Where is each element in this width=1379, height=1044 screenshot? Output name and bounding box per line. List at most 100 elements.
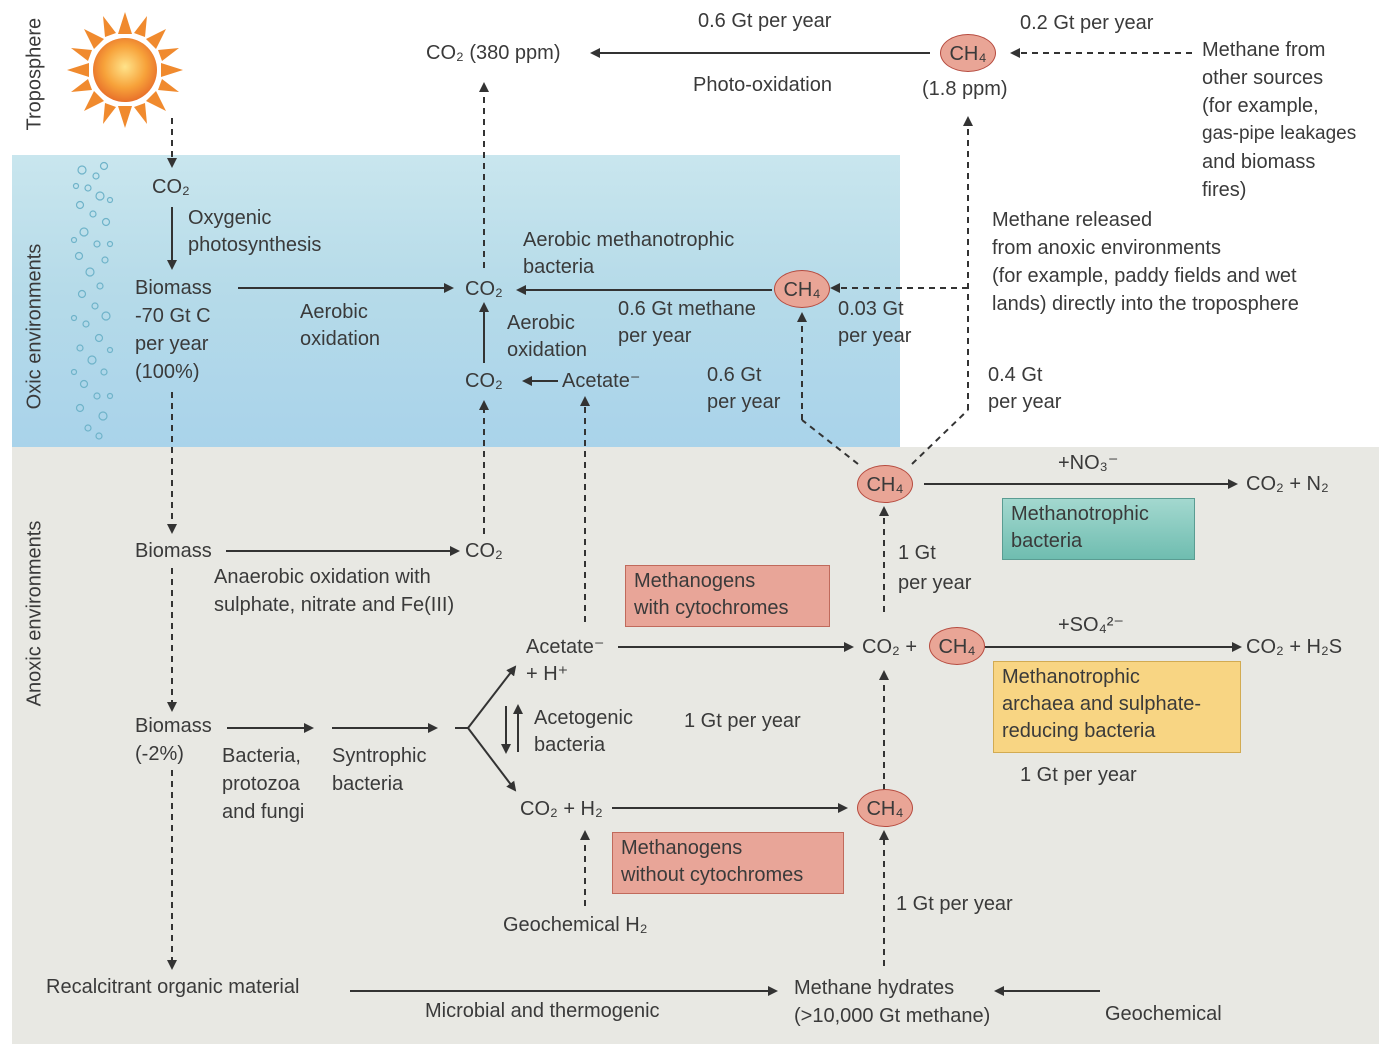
methanotrophic-bacteria-box: Methanotrophic bacteria xyxy=(1002,498,1195,560)
hydrates-line: Methane hydrates xyxy=(794,977,955,999)
archaea-sulphate-box: Methanotrophic archaea and sulphate- red… xyxy=(993,661,1241,753)
other-sources-rate: 0.2 Gt per year xyxy=(1020,12,1154,34)
atmospheric-ch4-node: CH₄ xyxy=(940,34,996,72)
biomass-line: per year xyxy=(135,333,209,355)
methanotrophic-line: bacteria xyxy=(523,256,595,278)
released-line: lands) directly into the troposphere xyxy=(992,293,1299,315)
box-line: with cytochromes xyxy=(634,597,789,619)
rate-04-gt: 0.4 Gt per year xyxy=(988,362,1061,416)
acetate-line: + H⁺ xyxy=(526,663,569,685)
acetate-h-anoxic: Acetate⁻ + H⁺ xyxy=(526,634,604,688)
syntrophic-bacteria: Syntrophic bacteria xyxy=(332,742,427,798)
ch4-anoxic-node-top: CH₄ xyxy=(857,465,913,503)
other-sources-line: (for example, xyxy=(1202,95,1319,117)
rate-003-gt: 0.03 Gt per year xyxy=(838,296,911,350)
co2-plus: CO₂ + xyxy=(862,636,917,658)
atmospheric-co2: CO₂ (380 ppm) xyxy=(426,42,561,64)
oxygenic-photosynthesis: Oxygenic photosynthesis xyxy=(188,205,321,259)
acetate-oxic: Acetate⁻ xyxy=(562,370,641,392)
oxic-zone-band xyxy=(12,155,900,447)
rate-1gt-archaea: 1 Gt per year xyxy=(1020,764,1137,786)
rate-line: 0.4 Gt xyxy=(988,364,1043,386)
rate-1gt-acetogenic: 1 Gt per year xyxy=(684,710,801,732)
aerobic-line: Aerobic xyxy=(300,301,368,323)
biomass-oxic: Biomass -70 Gt C per year (100%) xyxy=(135,274,212,386)
other-sources-line: fires) xyxy=(1202,179,1247,201)
box-line: Methanogens xyxy=(621,837,743,859)
biomass-line: (100%) xyxy=(135,361,200,383)
biomass-line: Biomass xyxy=(135,277,212,299)
box-line: reducing bacteria xyxy=(1002,720,1156,742)
methanogens-without-cytochromes-box: Methanogens without cytochromes xyxy=(612,832,844,894)
bacteria-protozoa-fungi: Bacteria, protozoa and fungi xyxy=(222,742,304,826)
biomass-2-percent: Biomass (-2%) xyxy=(135,712,212,768)
aerobic-line: Aerobic xyxy=(507,312,575,334)
box-line: without cytochromes xyxy=(621,864,804,886)
aerobic-oxidation-label: Aerobic oxidation xyxy=(300,299,380,353)
sulphate-label: +SO₄²⁻ xyxy=(1058,614,1124,636)
methane-hydrates: Methane hydrates (>10,000 Gt methane) xyxy=(794,974,990,1030)
box-line: Methanotrophic xyxy=(1002,666,1140,688)
aerobic-line: oxidation xyxy=(507,339,588,361)
anaerobic-oxidation-label: Anaerobic oxidation with sulphate, nitra… xyxy=(214,563,454,619)
hydrates-line: (>10,000 Gt methane) xyxy=(794,1005,991,1027)
aerobic-methanotrophic-label: Aerobic methanotrophic bacteria xyxy=(523,227,734,281)
anaerobic-line: sulphate, nitrate and Fe(III) xyxy=(214,594,455,616)
acetogenic-bacteria: Acetogenic bacteria xyxy=(534,705,633,759)
photo-oxidation-label: Photo-oxidation xyxy=(693,74,832,96)
ch4-anoxic-node-mid: CH₄ xyxy=(929,627,985,665)
box-line: Methanotrophic xyxy=(1011,503,1149,525)
atmospheric-ch4-ppm: (1.8 ppm) xyxy=(922,78,1008,100)
co2-n2-product: CO₂ + N₂ xyxy=(1246,473,1329,495)
recalcitrant-organic-material: Recalcitrant organic material xyxy=(46,976,300,998)
rate-06-gt-methane: 0.6 Gt methane per year xyxy=(618,296,756,350)
rate-line: per year xyxy=(898,572,972,594)
rate-line: 0.03 Gt xyxy=(838,298,904,320)
methanogens-with-cytochromes-box: Methanogens with cytochromes xyxy=(625,565,830,627)
methanotrophic-line: Aerobic methanotrophic xyxy=(523,229,735,251)
ch4-oxic-node: CH₄ xyxy=(774,270,830,308)
microbial-thermogenic: Microbial and thermogenic xyxy=(425,1000,660,1022)
rate-line: per year xyxy=(838,325,912,347)
rate-line: per year xyxy=(618,325,692,347)
box-line: bacteria xyxy=(1011,530,1083,552)
other-sources-line: other sources xyxy=(1202,67,1324,89)
released-line: Methane released xyxy=(992,209,1153,231)
acetogenic-line: bacteria xyxy=(534,734,606,756)
co2-h2: CO₂ + H₂ xyxy=(520,798,603,820)
sun-icon xyxy=(67,12,183,128)
geochemical-h2: Geochemical H₂ xyxy=(503,914,648,936)
rate-06-gt: 0.6 Gt per year xyxy=(707,362,780,416)
oxygenic-line: photosynthesis xyxy=(188,234,322,256)
other-sources-text: Methane from other sources (for example,… xyxy=(1202,36,1379,204)
rate-line: 0.6 Gt xyxy=(707,364,762,386)
biomass-anoxic: Biomass xyxy=(135,540,212,562)
other-sources-line: gas-pipe leakages xyxy=(1202,123,1357,144)
rate-line: 1 Gt xyxy=(898,542,936,564)
released-line: (for example, paddy fields and wet xyxy=(992,265,1297,287)
bacteria-line: protozoa xyxy=(222,773,300,795)
box-line: Methanogens xyxy=(634,570,756,592)
aerobic-line: oxidation xyxy=(300,328,381,350)
rate-1gt-hydrates: 1 Gt per year xyxy=(896,893,1013,915)
bacteria-line: Bacteria, xyxy=(222,745,301,767)
anaerobic-line: Anaerobic oxidation with xyxy=(214,566,431,588)
acetate-line: Acetate⁻ xyxy=(526,636,605,658)
syntrophic-line: bacteria xyxy=(332,773,404,795)
biomass-line: (-2%) xyxy=(135,743,184,765)
co2-h2s-product: CO₂ + H₂S xyxy=(1246,636,1343,658)
box-line: archaea and sulphate- xyxy=(1002,693,1202,715)
co2-oxic-mid: CO₂ xyxy=(465,278,503,300)
biomass-line: -70 Gt C xyxy=(135,305,211,327)
photo-oxidation-rate: 0.6 Gt per year xyxy=(698,10,832,32)
acetogenic-line: Acetogenic xyxy=(534,707,633,729)
methane-released-text: Methane released from anoxic environment… xyxy=(992,206,1299,318)
ch4-anoxic-node-low: CH₄ xyxy=(857,789,913,827)
co2-anoxic: CO₂ xyxy=(465,540,503,562)
bubbles-icon xyxy=(70,161,114,440)
co2-oxic-top: CO₂ xyxy=(152,176,190,198)
rate-line: 0.6 Gt methane xyxy=(618,298,756,320)
other-sources-line: Methane from xyxy=(1202,39,1326,61)
geochemical-label: Geochemical xyxy=(1105,1003,1222,1025)
aerobic-oxidation-label-2: Aerobic oxidation xyxy=(507,310,587,364)
